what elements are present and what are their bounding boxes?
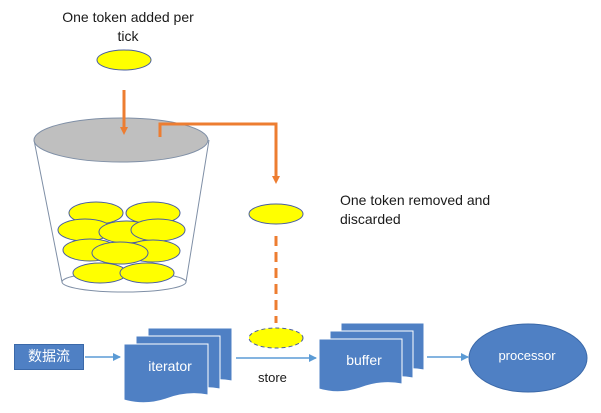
stored-token bbox=[248, 327, 304, 349]
token-added-label: One token added per tick bbox=[62, 9, 194, 44]
store-label: store bbox=[258, 370, 287, 385]
remove-token-arrow bbox=[158, 122, 280, 184]
discarded-token bbox=[248, 203, 304, 225]
processor-node bbox=[468, 323, 588, 393]
bucket-token bbox=[119, 262, 175, 284]
token-removed-label: One token removed and discarded bbox=[340, 192, 491, 227]
incoming-token bbox=[96, 49, 152, 71]
bucket-token bbox=[91, 241, 149, 265]
buffer-stack bbox=[318, 322, 425, 393]
bucket-top bbox=[33, 117, 209, 163]
bucket-token bbox=[72, 262, 128, 284]
bucket-token bbox=[130, 218, 186, 242]
bucket-tokens bbox=[57, 201, 186, 284]
iterator-stack bbox=[123, 327, 233, 404]
data-stream-source: 数据流 bbox=[14, 344, 84, 370]
